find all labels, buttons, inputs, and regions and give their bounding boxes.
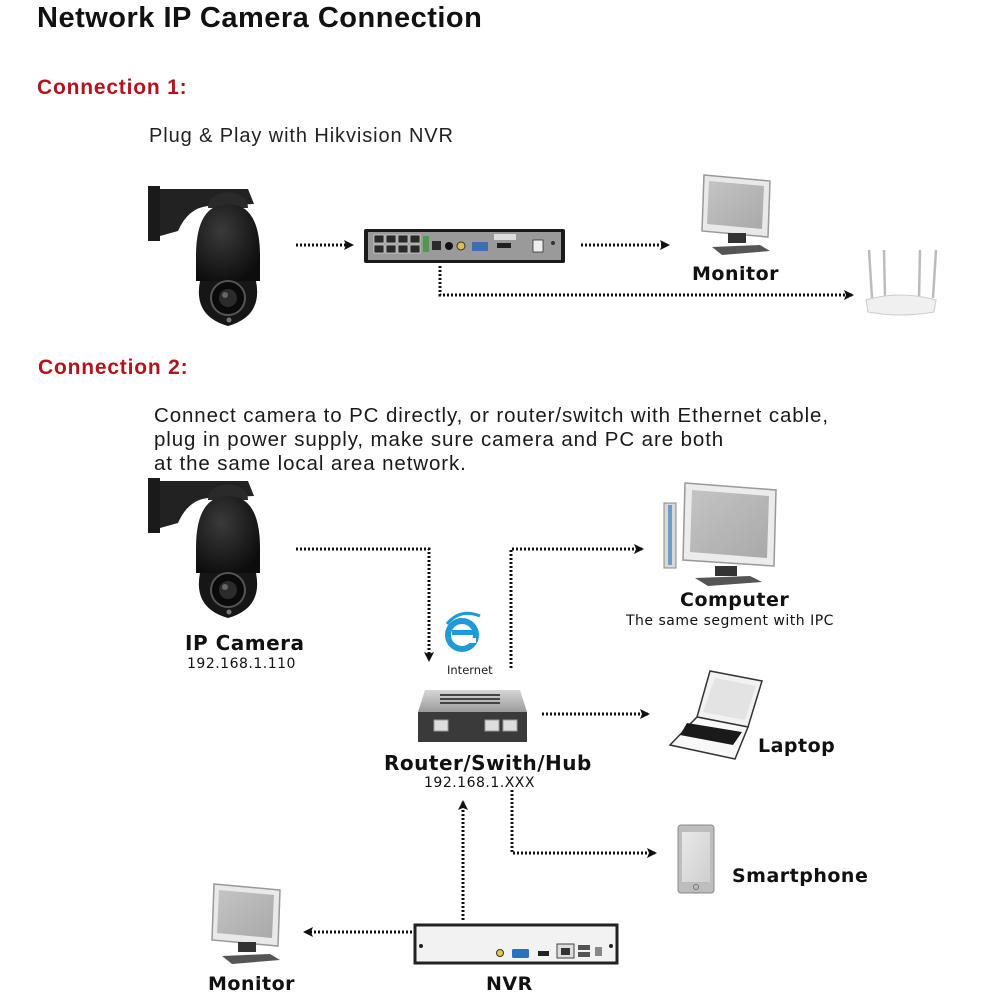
connection-2-heading: Connection 2: — [38, 356, 189, 379]
laptop-icon — [668, 670, 763, 760]
monitor-2-icon — [211, 883, 281, 965]
arrow-camera-to-router — [296, 547, 434, 662]
computer-label: Computer — [680, 589, 790, 611]
wireless-router — [865, 249, 938, 316]
ptz-camera-1 — [147, 185, 261, 327]
description-line: Connect camera to PC directly, or router… — [154, 404, 829, 427]
router-ip: 192.168.1.XXX — [424, 775, 535, 791]
monitor-label-2: Monitor — [208, 973, 296, 995]
description-line: plug in power supply, make sure camera a… — [154, 428, 725, 451]
smartphone-label: Smartphone — [732, 865, 869, 887]
smartphone-icon — [677, 824, 715, 894]
computer-note: The same segment with IPC — [626, 613, 834, 629]
description-line: at the same local area network. — [154, 452, 467, 475]
internet-explorer-icon — [445, 611, 481, 652]
arrow-nvr-to-router — [438, 266, 854, 300]
ip-camera-label: IP Camera — [185, 631, 305, 655]
monitor-label-1: Monitor — [692, 263, 780, 285]
ip-camera-icon — [147, 477, 261, 619]
internet-label: Internet — [447, 663, 493, 677]
poe-nvr — [364, 229, 565, 263]
page-title: Network IP Camera Connection — [37, 2, 483, 34]
connection-1-description: Plug & Play with Hikvision NVR — [149, 125, 454, 147]
ip-camera-ip: 192.168.1.110 — [187, 656, 296, 672]
connection-1-heading: Connection 1: — [37, 76, 188, 99]
monitor-1-icon — [701, 174, 771, 256]
nvr-label: NVR — [486, 973, 533, 995]
arrow-router-to-computer — [509, 544, 644, 668]
router-label: Router/Swith/Hub — [384, 751, 592, 775]
laptop-label: Laptop — [758, 735, 836, 757]
arrow-router-to-smartphone — [510, 790, 657, 858]
router-switch-hub-icon — [418, 690, 527, 742]
computer-icon — [663, 482, 777, 586]
connection-2-description: Connect camera to PC directly, or router… — [154, 404, 829, 476]
nvr-icon — [413, 923, 619, 965]
